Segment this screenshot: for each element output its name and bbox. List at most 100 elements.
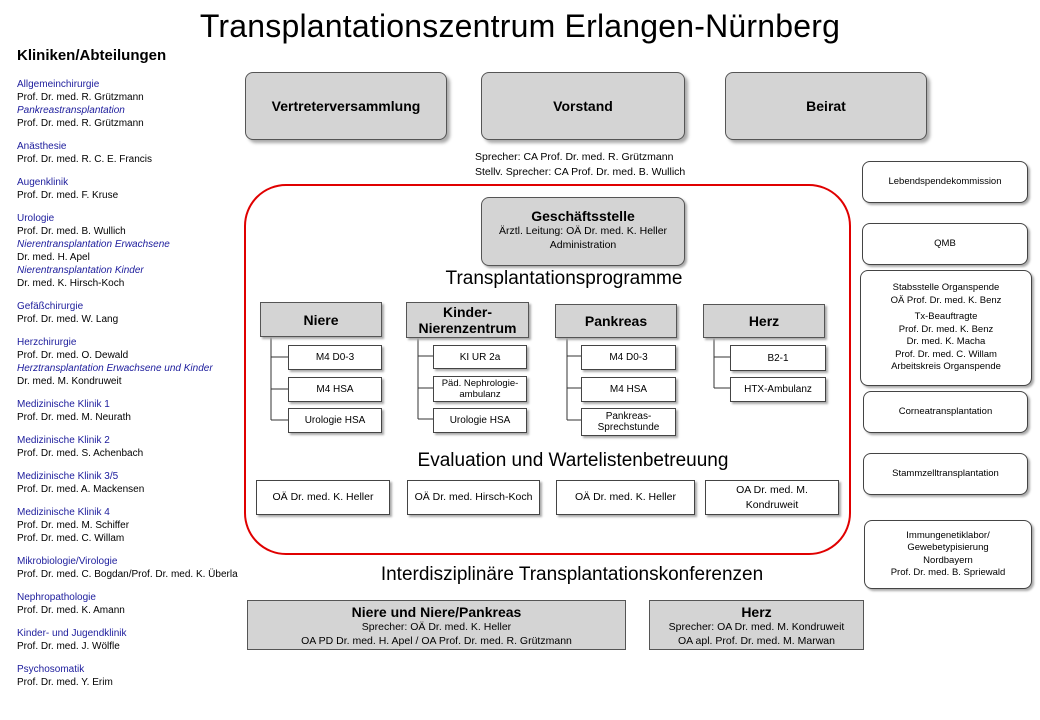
person-name: Prof. Dr. med. M. Neurath (17, 412, 131, 423)
vorstand-stellv-sprecher: Stellv. Sprecher: CA Prof. Dr. med. B. W… (475, 166, 686, 178)
geschaeftsstelle-leitung: Ärztl. Leitung: OÄ Dr. med. K. Heller (498, 225, 668, 237)
department-name: Augenklinik (17, 177, 69, 188)
pankreas-sub-item: M4 D0-3 (581, 345, 676, 370)
program-pankreas: Pankreas (555, 304, 677, 338)
stab-line: Tx-Beauftragte (914, 311, 978, 323)
immungenetiklabor-box: Immungenetiklabor/ Gewebetypisierung Nor… (864, 520, 1032, 589)
beirat-box: Beirat (725, 72, 927, 140)
stab-line: Stabsstelle Organspende (892, 282, 1000, 294)
program-subtitle: Nierentransplantation Kinder (17, 265, 144, 276)
pankreas-sub-item: Pankreas- Sprechstunde (581, 408, 676, 436)
qmb-box: QMB (862, 223, 1028, 265)
geschaeftsstelle-administration: Administration (549, 239, 617, 251)
person-name: Prof. Dr. med. K. Amann (17, 605, 125, 616)
person-name: Prof. Dr. med. R. Grützmann (17, 118, 144, 129)
lebendspendekommission-box: Lebendspendekommission (862, 161, 1028, 203)
sidebar-group: Medizinische Klinik 4 Prof. Dr. med. M. S… (17, 506, 253, 545)
stammzell-label: Stammzelltransplantation (892, 467, 999, 479)
program-herz: Herz (703, 304, 825, 338)
immun-line: Prof. Dr. med. B. Spriewald (890, 567, 1006, 578)
konferenz-niere-title: Niere und Niere/Pankreas (351, 604, 522, 620)
evaluation-contact: OÄ Dr. med. K. Heller (556, 480, 695, 515)
cornea-label: Corneatransplantation (898, 405, 993, 417)
person-name: Prof. Dr. med. B. Wullich (17, 226, 126, 237)
vorstand-box: Vorstand (481, 72, 685, 140)
program-subtitle: Nierentransplantation Erwachsene (17, 239, 170, 250)
konferenz-niere-members: OA PD Dr. med. H. Apel / OA Prof. Dr. me… (301, 635, 572, 647)
immun-line: Gewebetypisierung (907, 542, 989, 553)
konferenz-herz-title: Herz (741, 604, 772, 620)
person-name: Prof. Dr. med. J. Wölfle (17, 641, 120, 652)
vorstand-sprecher: Sprecher: CA Prof. Dr. med. R. Grützmann (475, 151, 674, 163)
konferenz-herz: Herz Sprecher: OA Dr. med. M. Kondruweit… (649, 600, 864, 650)
person-name: Dr. med. M. Kondruweit (17, 376, 122, 387)
herz-sub-item: HTX-Ambulanz (730, 377, 826, 402)
program-subtitle: Pankreastransplantation (17, 105, 125, 116)
program-niere: Niere (260, 302, 382, 337)
niere-sub-item: M4 HSA (288, 377, 382, 402)
stab-line: Prof. Dr. med. K. Benz (898, 323, 994, 335)
immun-line: Immungenetiklabor/ (906, 529, 990, 541)
niere-sub-item: Urologie HSA (288, 408, 382, 433)
stammzelltransplantation-box: Stammzelltransplantation (863, 453, 1028, 495)
stabsstelle-organspende-box: Stabsstelle Organspende OÄ Prof. Dr. med… (860, 270, 1032, 386)
konferenz-herz-sprecher: Sprecher: OA Dr. med. M. Kondruweit (668, 621, 845, 633)
vertreterversammlung-box: Vertreterversammlung (245, 72, 447, 140)
evaluation-contact: OA Dr. med. M. Kondruweit (705, 480, 839, 515)
department-name: Medizinische Klinik 1 (17, 399, 110, 410)
kinder-sub-item: Päd. Nephrologie- ambulanz (433, 376, 527, 402)
department-name: Urologie (17, 213, 55, 224)
evaluation-contact: OÄ Dr. med. K. Heller (256, 480, 390, 515)
stab-line: OÄ Prof. Dr. med. K. Benz (890, 294, 1002, 306)
niere-sub-item: M4 D0-3 (288, 345, 382, 370)
department-name: Herzchirurgie (17, 337, 77, 348)
person-name: Prof. Dr. med. O. Dewald (17, 350, 129, 361)
department-name: Medizinische Klinik 3/5 (17, 471, 119, 482)
evaluation-title: Evaluation und Wartelistenbetreuung (417, 450, 729, 471)
person-name: Prof. Dr. med. Y. Erim (17, 677, 113, 688)
person-name: Dr. med. H. Apel (17, 252, 90, 263)
sidebar-group: Medizinische Klinik 1 Prof. Dr. med. M. N… (17, 398, 253, 424)
department-name: Gefäßchirurgie (17, 301, 84, 312)
person-name: Prof. Dr. med. A. Mackensen (17, 484, 145, 495)
programme-title: Transplantationsprogramme (445, 268, 683, 289)
pankreas-sub-item: M4 HSA (581, 377, 676, 402)
kinder-sub-item: Urologie HSA (433, 408, 527, 433)
kinder-sub-item: KI UR 2a (433, 345, 527, 369)
department-name: Medizinische Klinik 4 (17, 507, 110, 518)
department-name: Psychosomatik (17, 664, 85, 675)
person-name: Prof. Dr. med. S. Achenbach (17, 448, 144, 459)
sidebar-heading: Kliniken/Abteilungen (17, 47, 167, 64)
person-name: Prof. Dr. med. R. C. E. Francis (17, 154, 153, 165)
department-name: Allgemeinchirurgie (17, 79, 100, 90)
program-subtitle: Herztransplantation Erwachsene und Kinde… (17, 363, 213, 374)
geschaeftsstelle-title: Geschäftsstelle (531, 208, 635, 224)
corneatransplantation-box: Corneatransplantation (863, 391, 1028, 433)
lebendspendekommission-label: Lebendspendekommission (888, 175, 1002, 187)
konferenz-niere-sprecher: Sprecher: OÄ Dr. med. K. Heller (361, 621, 512, 633)
person-name: Prof. Dr. med. C. Bogdan/Prof. Dr. med. … (17, 569, 238, 580)
person-name: Prof. Dr. med. W. Lang (17, 314, 119, 325)
stab-line: Prof. Dr. med. C. Willam (895, 348, 997, 360)
transplant-program-frame (244, 184, 851, 555)
department-name: Medizinische Klinik 2 (17, 435, 110, 446)
department-name: Kinder- und Jugendklinik (17, 628, 127, 639)
konferenzen-title: Interdisziplinäre Transplantationskonfer… (380, 564, 764, 585)
person-name: Prof. Dr. med. C. Willam (17, 533, 125, 544)
person-name: Prof. Dr. med. M. Schiffer (17, 520, 130, 531)
qmb-label: QMB (934, 237, 956, 249)
department-name: Anästhesie (17, 141, 67, 152)
person-name: Prof. Dr. med. R. Grützmann (17, 92, 144, 103)
immun-line: Nordbayern (923, 554, 973, 566)
konferenz-niere-pankreas: Niere und Niere/Pankreas Sprecher: OÄ Dr… (247, 600, 626, 650)
